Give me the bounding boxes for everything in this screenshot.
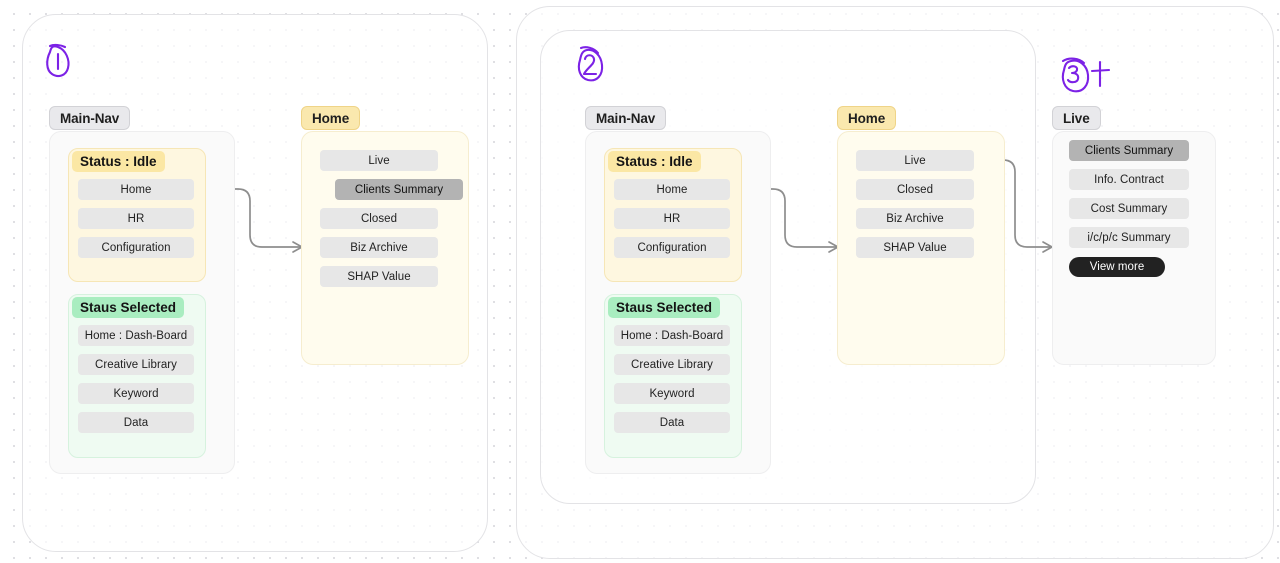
s1-sel-item-creative-library[interactable]: Creative Library [78, 354, 194, 375]
s1-status-selected-group [68, 294, 206, 458]
s2-status-selected-group [604, 294, 742, 458]
s3-live-item-info-contract[interactable]: Info. Contract [1069, 169, 1189, 190]
s3-live-item-icpc-summary[interactable]: i/c/p/c Summary [1069, 227, 1189, 248]
panel-label-s2-main-nav: Main-Nav [585, 106, 667, 130]
s2-sel-item-data[interactable]: Data [614, 412, 730, 433]
s1-home-item-clients-summary[interactable]: Clients Summary [335, 179, 463, 200]
s3-live-item-clients-summary[interactable]: Clients Summary [1069, 140, 1189, 161]
s2-home-item-live[interactable]: Live [856, 150, 974, 171]
s1-status-selected-badge: Staus Selected [72, 297, 185, 318]
s1-home-item-live[interactable]: Live [320, 150, 438, 171]
s1-sel-item-home-dashboard[interactable]: Home : Dash-Board [78, 325, 194, 346]
s1-status-idle-badge: Status : Idle [72, 151, 165, 172]
s2-nav-item-hr[interactable]: HR [614, 208, 730, 229]
s2-nav-item-configuration[interactable]: Configuration [614, 237, 730, 258]
s1-sel-item-keyword[interactable]: Keyword [78, 383, 194, 404]
s2-sel-item-home-dashboard[interactable]: Home : Dash-Board [614, 325, 730, 346]
s1-nav-item-hr[interactable]: HR [78, 208, 194, 229]
s2-status-selected-badge: Staus Selected [608, 297, 721, 318]
s2-sel-item-keyword[interactable]: Keyword [614, 383, 730, 404]
s1-nav-item-configuration[interactable]: Configuration [78, 237, 194, 258]
s2-nav-item-home[interactable]: Home [614, 179, 730, 200]
s1-home-item-shap-value[interactable]: SHAP Value [320, 266, 438, 287]
s1-nav-item-home[interactable]: Home [78, 179, 194, 200]
panel-s3-live [1052, 131, 1216, 365]
panel-label-s3-live: Live [1052, 106, 1101, 130]
s2-home-item-shap-value[interactable]: SHAP Value [856, 237, 974, 258]
panel-label-s1-home: Home [301, 106, 361, 130]
s1-sel-item-data[interactable]: Data [78, 412, 194, 433]
s1-home-item-biz-archive[interactable]: Biz Archive [320, 237, 438, 258]
s1-home-item-closed[interactable]: Closed [320, 208, 438, 229]
s2-home-item-closed[interactable]: Closed [856, 179, 974, 200]
panel-label-s1-main-nav: Main-Nav [49, 106, 131, 130]
s3-live-item-cost-summary[interactable]: Cost Summary [1069, 198, 1189, 219]
s3-live-view-more-button[interactable]: View more [1069, 257, 1165, 277]
panel-label-s2-home: Home [837, 106, 897, 130]
s2-status-idle-badge: Status : Idle [608, 151, 701, 172]
s2-home-item-biz-archive[interactable]: Biz Archive [856, 208, 974, 229]
s2-sel-item-creative-library[interactable]: Creative Library [614, 354, 730, 375]
